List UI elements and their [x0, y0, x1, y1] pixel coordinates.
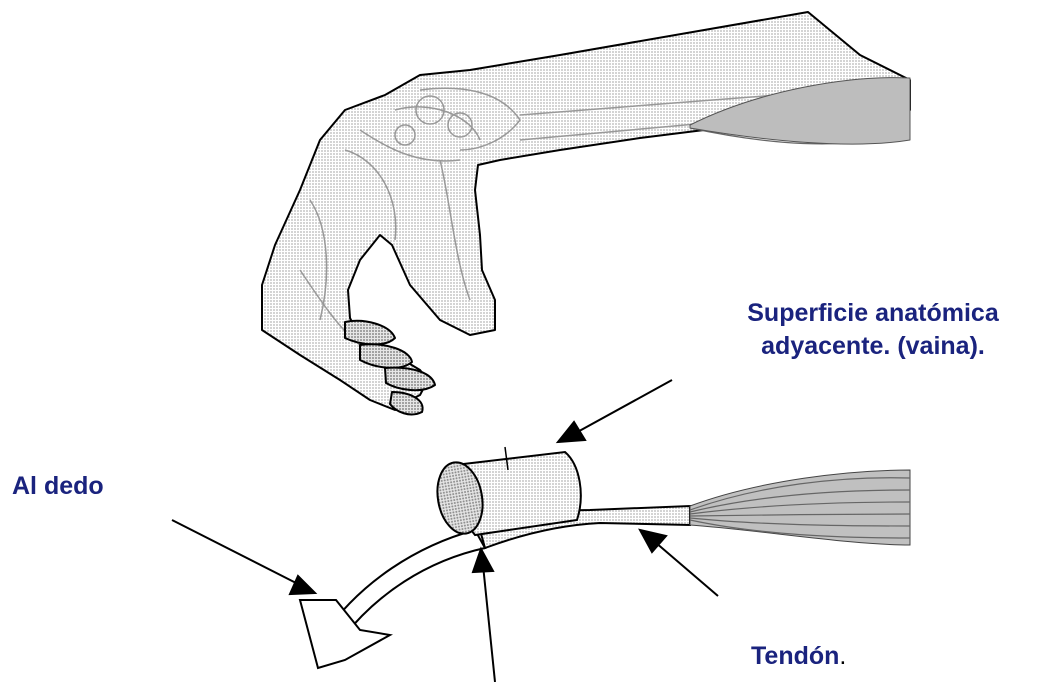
sheath-label-line2: adyacente. (vaina). [712, 330, 1034, 363]
tendon-drawing [300, 447, 910, 668]
tendon-pointer-line [655, 542, 718, 596]
finger-arrowhead [290, 576, 315, 594]
sheath-label-line1: Superficie anatómica [712, 297, 1034, 330]
tendon-label: Tendón. [751, 640, 846, 673]
sheath-pointer-line [572, 380, 672, 435]
sheath-arrowhead [558, 422, 585, 442]
sheath-label: Superficie anatómica adyacente. (vaina). [712, 297, 1034, 363]
finger-pointer-line [172, 520, 300, 585]
sheath-cylinder [432, 447, 581, 537]
tendon-label-text: Tendón [751, 642, 839, 670]
contact-pointer-line [483, 565, 495, 682]
pointer-arrows [172, 380, 718, 682]
finger-label: Al dedo [12, 470, 104, 503]
contact-arrowhead [473, 549, 493, 572]
tendon-label-period: . [839, 642, 846, 670]
